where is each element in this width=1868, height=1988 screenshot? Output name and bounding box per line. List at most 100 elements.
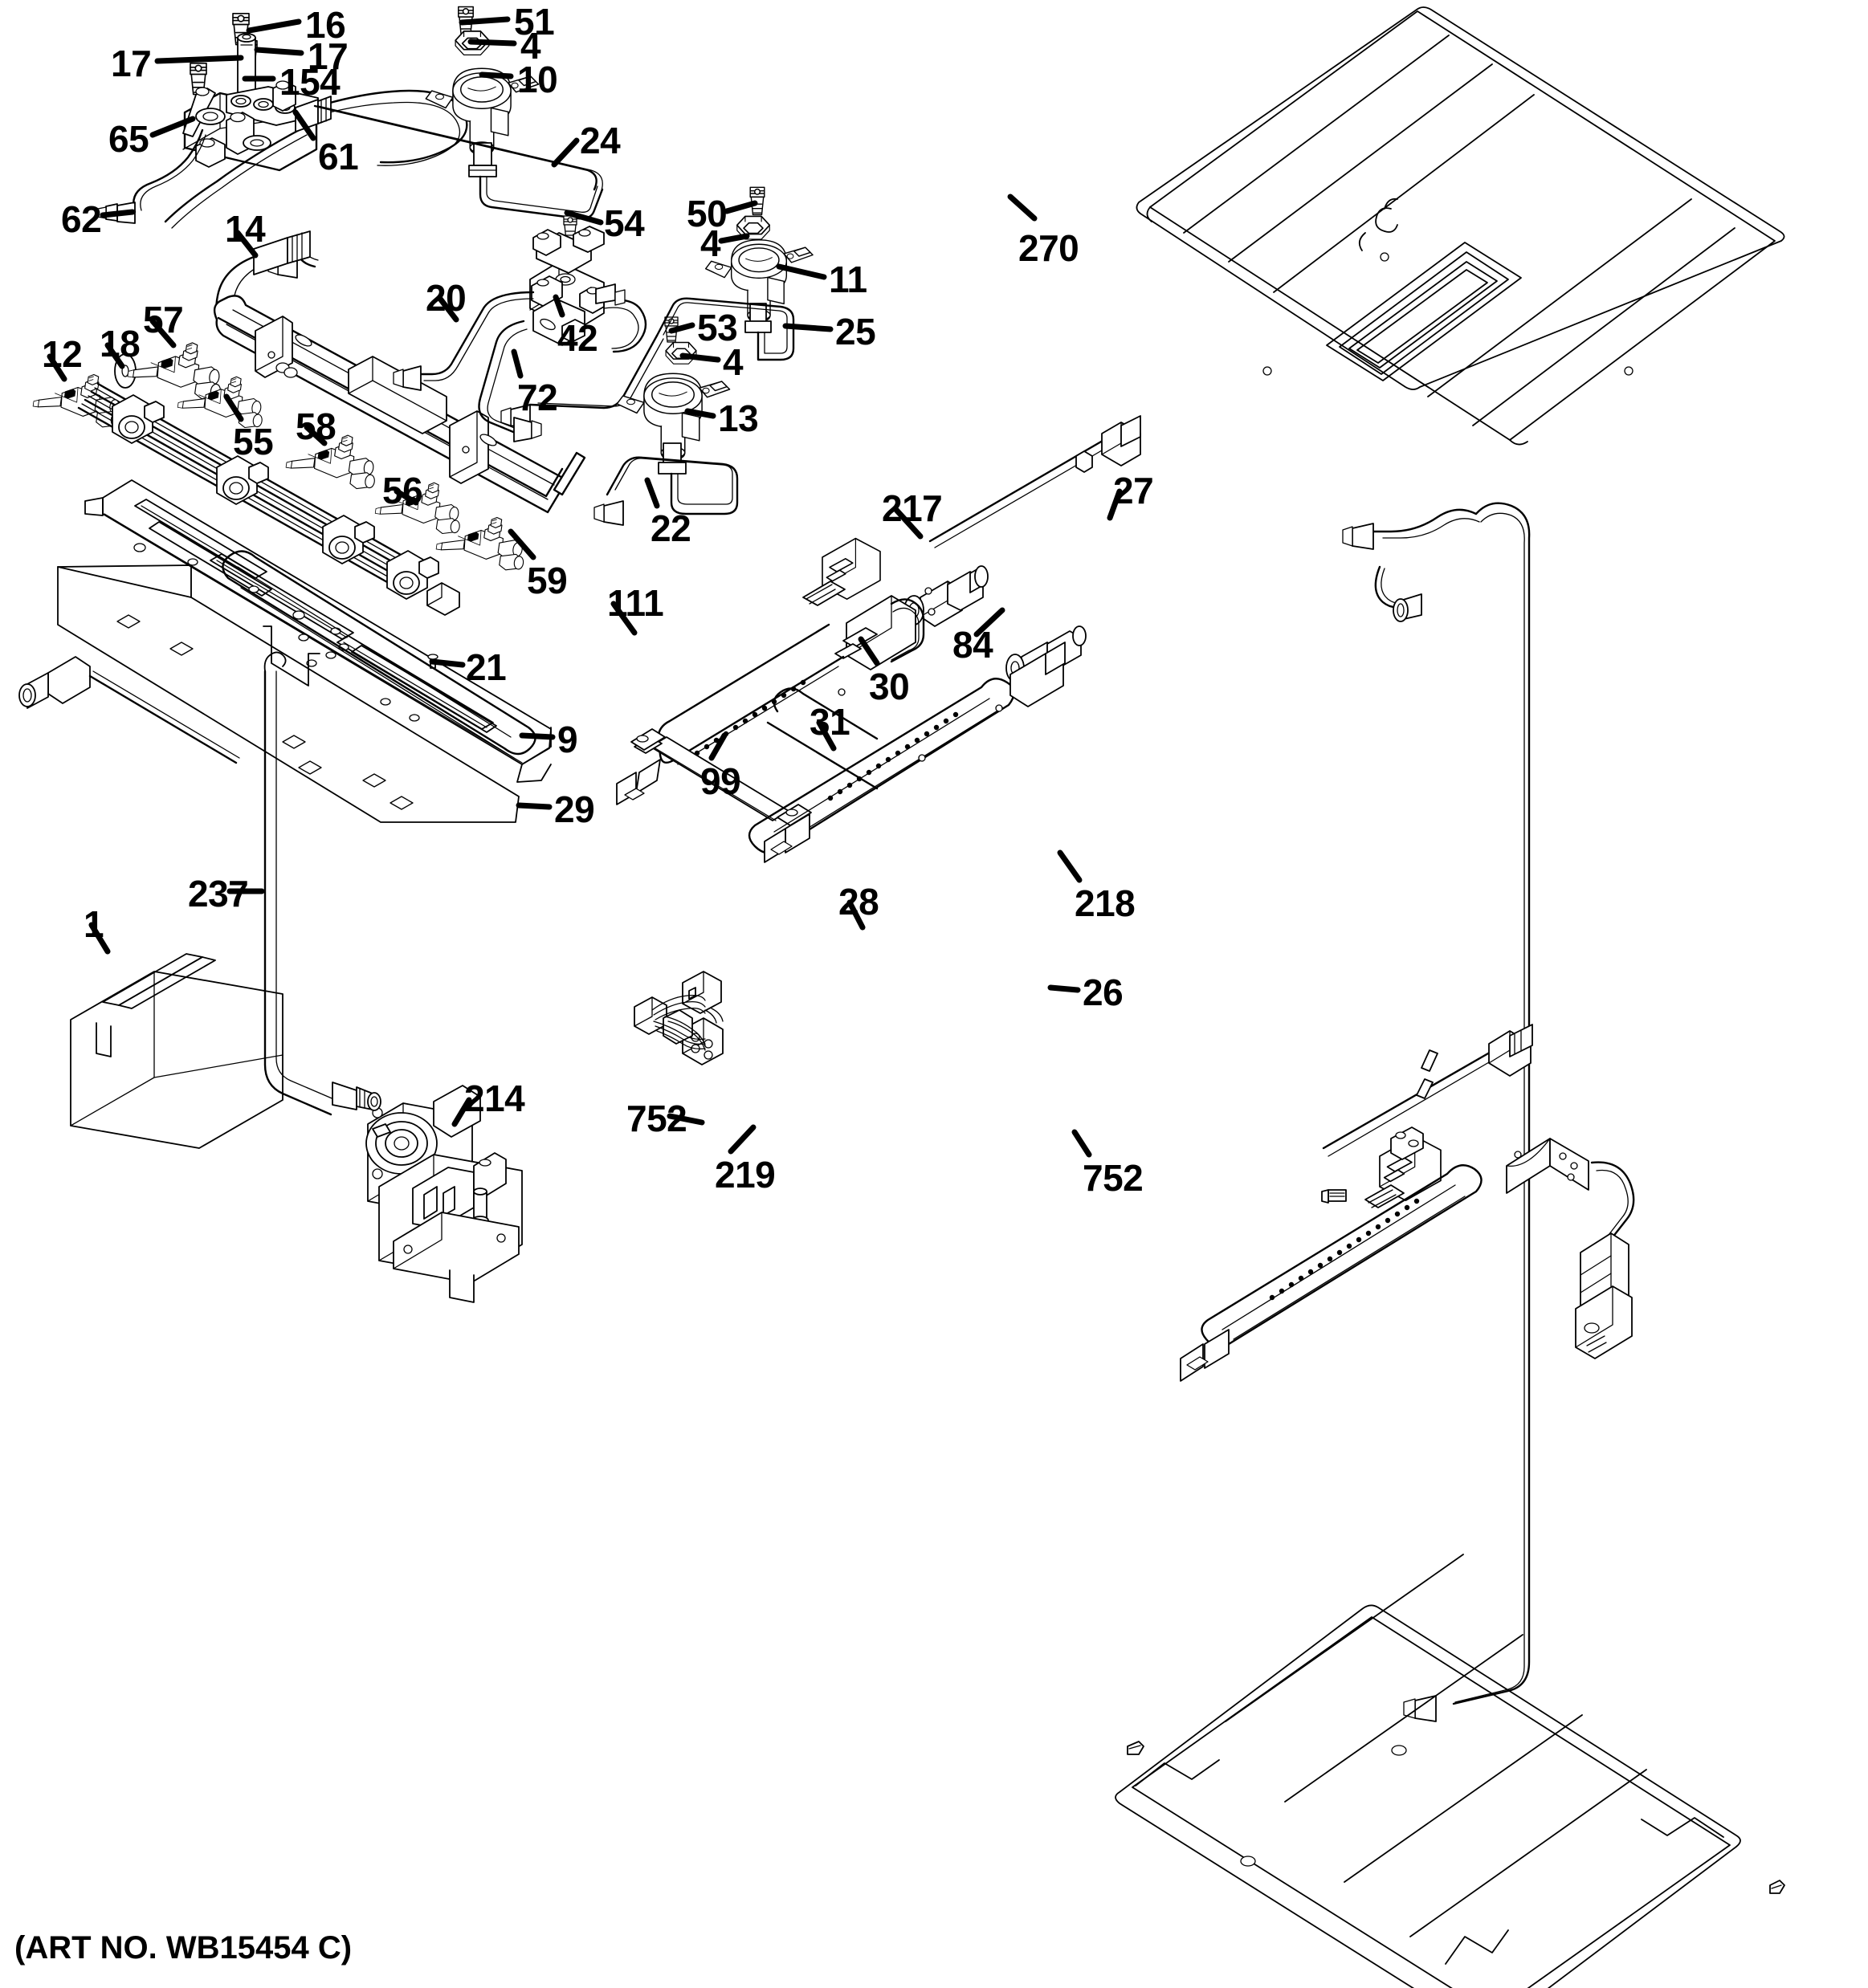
callout-270: 270 xyxy=(1018,227,1079,269)
callout-25: 25 xyxy=(835,311,876,352)
leader-line-214 xyxy=(451,1097,472,1127)
leader-line-72 xyxy=(511,348,524,379)
leader-line-54 xyxy=(564,210,604,226)
callout-111: 111 xyxy=(607,582,664,624)
callout-24: 24 xyxy=(580,120,621,161)
leader-line-56 xyxy=(394,488,419,506)
callout-154: 154 xyxy=(279,61,341,103)
leader-line-31 xyxy=(816,719,837,752)
callout-29: 29 xyxy=(554,788,595,830)
leader-line-4 xyxy=(679,352,721,363)
leader-line-218 xyxy=(1057,849,1083,883)
leader-line-9 xyxy=(519,732,556,740)
callout-20: 20 xyxy=(426,277,467,319)
leader-lines xyxy=(47,16,1123,1158)
lower-right-burner-group xyxy=(1180,1024,1635,1382)
leader-line-42 xyxy=(553,294,565,318)
callout-61: 61 xyxy=(318,136,359,177)
leader-line-57 xyxy=(149,318,177,348)
leader-line-18 xyxy=(104,342,125,369)
callout-219: 219 xyxy=(715,1154,776,1196)
leader-line-51 xyxy=(459,16,511,26)
leader-line-4 xyxy=(467,39,517,47)
callout-4: 4 xyxy=(700,222,721,264)
oven-bottom-panel-270 xyxy=(1136,6,1785,446)
callout-17: 17 xyxy=(308,35,349,77)
leader-line-65 xyxy=(149,116,196,138)
leader-line-84 xyxy=(973,607,1005,638)
leader-line-1 xyxy=(88,922,111,955)
callout-17: 17 xyxy=(111,43,152,84)
leader-line-53 xyxy=(668,322,695,334)
callout-54: 54 xyxy=(604,202,645,244)
burner-valve-bank xyxy=(31,334,530,616)
bottom-left-group xyxy=(70,953,523,1303)
callout-42: 42 xyxy=(557,317,598,359)
leader-line-21 xyxy=(429,658,466,668)
callout-62: 62 xyxy=(61,198,102,240)
bottom-panel-219 xyxy=(1115,1554,1785,1988)
callout-218: 218 xyxy=(1075,882,1136,924)
callout-14: 14 xyxy=(225,208,266,250)
callout-28: 28 xyxy=(838,881,879,923)
callout-50: 50 xyxy=(687,193,728,234)
leader-line-55 xyxy=(223,393,244,422)
callout-51: 51 xyxy=(514,1,555,43)
leader-line-13 xyxy=(684,408,716,419)
callout-13: 13 xyxy=(718,397,759,439)
callout-84: 84 xyxy=(952,624,993,666)
callout-9: 9 xyxy=(557,719,578,760)
leader-line-28 xyxy=(846,899,866,931)
leader-line-217 xyxy=(893,507,924,540)
callout-59: 59 xyxy=(527,560,568,601)
leader-line-10 xyxy=(479,71,514,79)
art-number-caption: (ART NO. WB15454 C) xyxy=(14,1930,353,1966)
callout-99: 99 xyxy=(700,760,741,802)
leader-line-111 xyxy=(610,601,638,636)
leader-line-270 xyxy=(1007,194,1038,222)
leader-line-11 xyxy=(776,263,827,280)
callout-57: 57 xyxy=(143,299,184,340)
leader-line-12 xyxy=(47,353,67,382)
top-center-valve-assembly xyxy=(267,6,604,279)
leader-line-59 xyxy=(508,528,536,560)
callout-53: 53 xyxy=(697,307,738,348)
leader-line-29 xyxy=(516,802,553,810)
leader-line-4 xyxy=(718,233,750,244)
wire-harness-111 xyxy=(634,971,724,1065)
callout-1: 1 xyxy=(84,903,104,945)
leader-line-30 xyxy=(858,636,880,666)
leader-line-62 xyxy=(100,209,136,218)
right-burner-group xyxy=(616,415,1531,1722)
leader-line-22 xyxy=(644,477,660,509)
callout-31: 31 xyxy=(810,701,850,743)
callout-10: 10 xyxy=(517,59,558,100)
callout-21: 21 xyxy=(466,646,507,688)
callout-30: 30 xyxy=(869,666,910,707)
callout-237: 237 xyxy=(188,873,249,915)
center-bracket-42 xyxy=(393,215,647,442)
callout-27: 27 xyxy=(1113,470,1154,511)
callout-22: 22 xyxy=(651,507,691,549)
leader-line-58 xyxy=(304,424,328,446)
leader-line-50 xyxy=(724,200,758,214)
leader-line-17 xyxy=(154,55,244,64)
callout-217: 217 xyxy=(882,487,943,529)
leader-line-752 xyxy=(667,1113,705,1126)
callout-18: 18 xyxy=(100,323,141,365)
leader-line-219 xyxy=(728,1124,757,1155)
leader-line-14 xyxy=(235,230,259,259)
callout-752: 752 xyxy=(626,1098,687,1139)
callout-72: 72 xyxy=(517,377,558,418)
leader-line-24 xyxy=(551,137,580,168)
lower-left-burner-tube-9 xyxy=(18,479,552,1116)
callout-12: 12 xyxy=(42,333,83,375)
leader-line-752 xyxy=(1071,1129,1092,1158)
leader-line-17 xyxy=(254,47,304,56)
leader-line-99 xyxy=(708,732,728,761)
callout-214: 214 xyxy=(464,1078,525,1119)
callout-16: 16 xyxy=(305,4,346,46)
callout-11: 11 xyxy=(829,259,867,300)
leader-line-61 xyxy=(292,109,316,141)
